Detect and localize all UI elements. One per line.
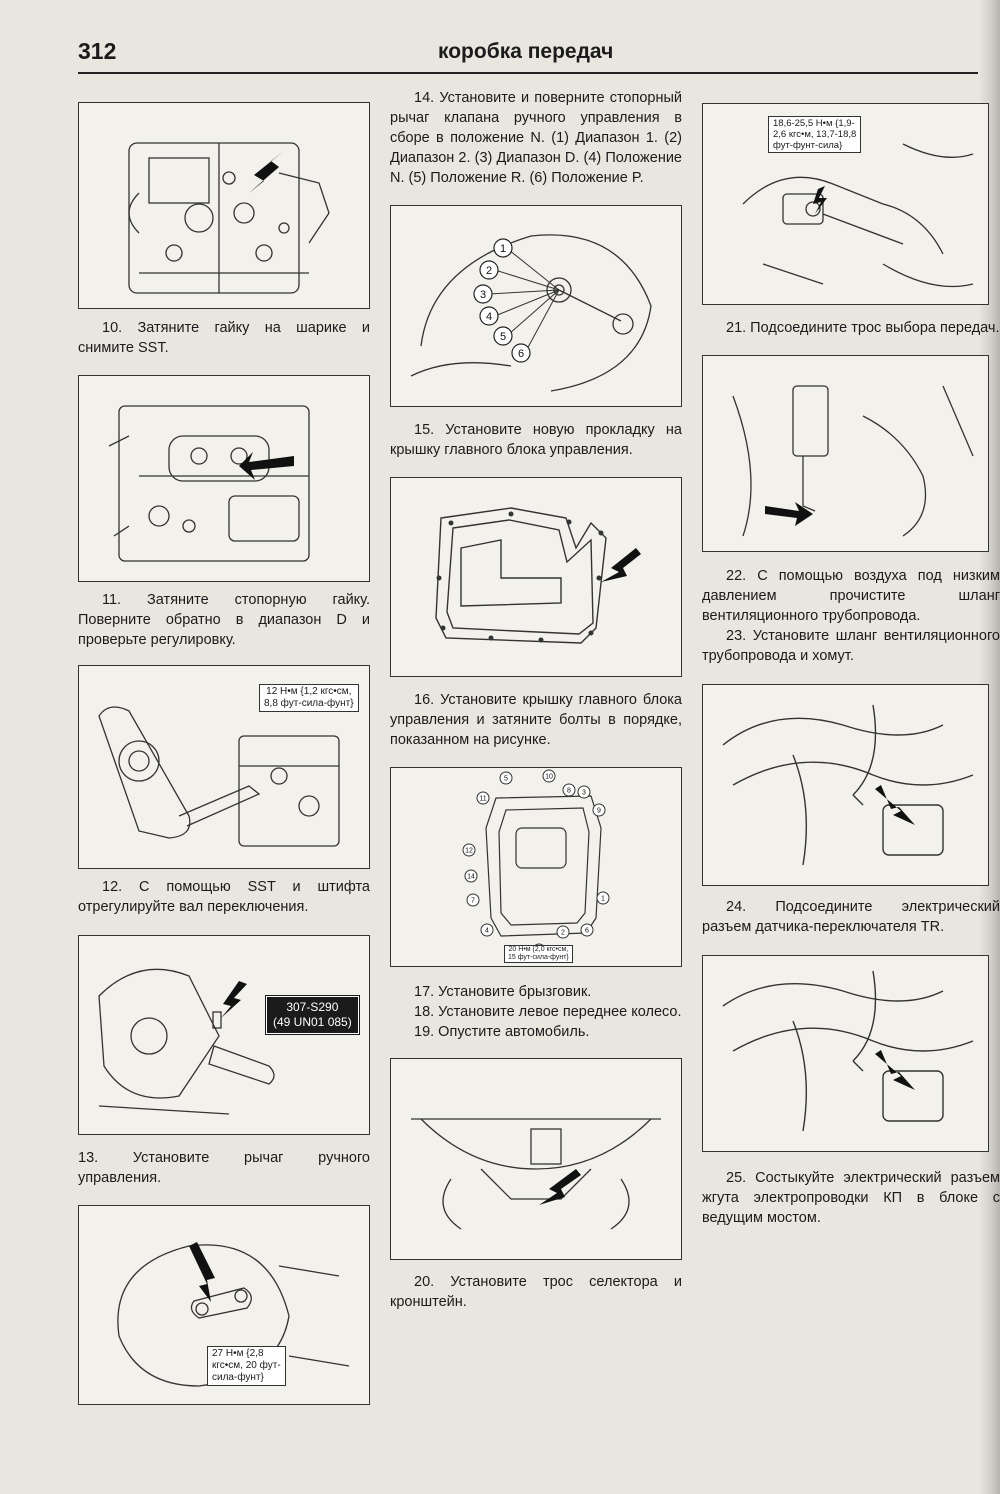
bolt-label: 1	[601, 896, 605, 903]
page-header: 312 коробка передач	[78, 38, 978, 74]
torque-label-12nm: 12 Н•м {1,2 кгс•см, 8,8 фут-сила-фунт}	[259, 684, 359, 712]
figure-step-12: 12 Н•м {1,2 кгс•см, 8,8 фут-сила-фунт}	[78, 665, 370, 869]
figure-step-11	[78, 375, 370, 582]
bolt-label: 7	[471, 898, 475, 905]
figure-step-16: 5 10 8 3 9 12 14 7 4 13 2 6 1 11 20 Н•м …	[390, 767, 682, 967]
bolt-label: 2	[561, 930, 565, 937]
tr-switch-connector-drawing	[722, 704, 974, 866]
position-4-label: 4	[486, 311, 492, 323]
bolt-label: 11	[479, 796, 486, 803]
select-cable-drawing	[742, 143, 974, 288]
bolt-label: 8	[567, 788, 571, 795]
step-12-text: 12. С помощью SST и штифта отрегулируйте…	[78, 879, 370, 915]
figure-step-21: 18,6-25,5 Н•м {1,9- 2,6 кгс•м, 13,7-18,8…	[702, 103, 989, 305]
step-14-text: 14. Установите и поверните стопорный рыч…	[390, 90, 682, 186]
step-16-text: 16. Установите крышку главного блока упр…	[390, 692, 682, 748]
bolt-label: 14	[467, 874, 475, 881]
figure-step-22	[702, 355, 989, 552]
step-11-text: 11. Затяните стопорную гайку. Поверните …	[78, 592, 370, 648]
vent-hose-drawing	[732, 385, 974, 537]
figure-step-19	[390, 1058, 682, 1260]
detent-lever-drawing: 1 2 3 4 5 6	[410, 234, 652, 392]
bolt-label: 10	[545, 774, 553, 781]
bolt-label: 6	[585, 928, 589, 935]
figure-step-13: 307-S290 (49 UN01 085)	[78, 935, 370, 1135]
tool-code-label: 307-S290 (49 UN01 085)	[265, 995, 360, 1035]
position-6-label: 6	[518, 348, 524, 360]
torque-label-20nm: 20 Н•м {2,0 кгс•см, 15 фут-сила-фунт}	[504, 945, 573, 963]
page-number: 312	[78, 38, 117, 64]
figure-step-24	[702, 684, 989, 886]
bolt-label: 5	[504, 776, 508, 783]
bolt-label: 12	[465, 848, 473, 855]
step-21-text: 21. Подсоедините трос выбора передач.	[726, 320, 1000, 336]
vehicle-underbody-drawing	[411, 1118, 661, 1230]
step-24-text: 24. Подсоедините электрический разъем да…	[702, 899, 1000, 935]
valve-body-drawing	[108, 405, 310, 562]
step-25-text: 25. Состыкуйте электрический разъем жгут…	[702, 1170, 1000, 1226]
step-15-text: 15. Установите новую прокладку на крышку…	[390, 422, 682, 458]
cover-bolt-order-drawing: 5 10 8 3 9 12 14 7 4 13 2 6 1 11	[462, 769, 610, 957]
bolt-label: 3	[582, 790, 586, 797]
bolt-label: 9	[597, 808, 601, 815]
torque-label-18nm: 18,6-25,5 Н•м {1,9- 2,6 кгс•м, 13,7-18,8…	[768, 116, 862, 153]
figure-step-15	[390, 477, 682, 677]
position-2-label: 2	[486, 265, 492, 277]
figure-manual-lever: 27 Н•м {2,8 кгс•см, 20 фут- сила-фунт}	[78, 1205, 370, 1405]
shift-shaft-drawing	[98, 706, 340, 847]
harness-connector-drawing	[722, 970, 974, 1132]
steps-17-19-text: 17. Установите брызговик. 18. Установите…	[414, 984, 682, 1040]
figure-step-10	[78, 102, 370, 309]
figure-step-25	[702, 955, 989, 1152]
step-10-text: 10. Затяните гайку на шарике и снимите S…	[78, 320, 370, 356]
figure-step-14: 1 2 3 4 5 6	[390, 205, 682, 407]
manual-lever-drawing	[117, 1242, 350, 1387]
torque-label-27nm: 27 Н•м {2,8 кгс•см, 20 фут- сила-фунт}	[207, 1346, 286, 1386]
position-3-label: 3	[480, 289, 486, 301]
position-1-label: 1	[500, 243, 506, 255]
transmission-drawing	[128, 142, 330, 294]
steps-22-23-text: 22. С помощью воздуха под низким давлени…	[702, 568, 1000, 664]
position-lines	[488, 249, 560, 352]
sst-tool-drawing	[98, 968, 275, 1115]
step-20-text: 20. Установите трос селектора и кронштей…	[390, 1274, 682, 1310]
position-5-label: 5	[500, 331, 506, 343]
gasket-drawing	[435, 507, 641, 644]
bolt-label: 4	[485, 928, 489, 935]
step-13-text: 13. Установите рычаг ручного управления.	[78, 1150, 370, 1186]
section-title: коробка передач	[438, 40, 614, 63]
